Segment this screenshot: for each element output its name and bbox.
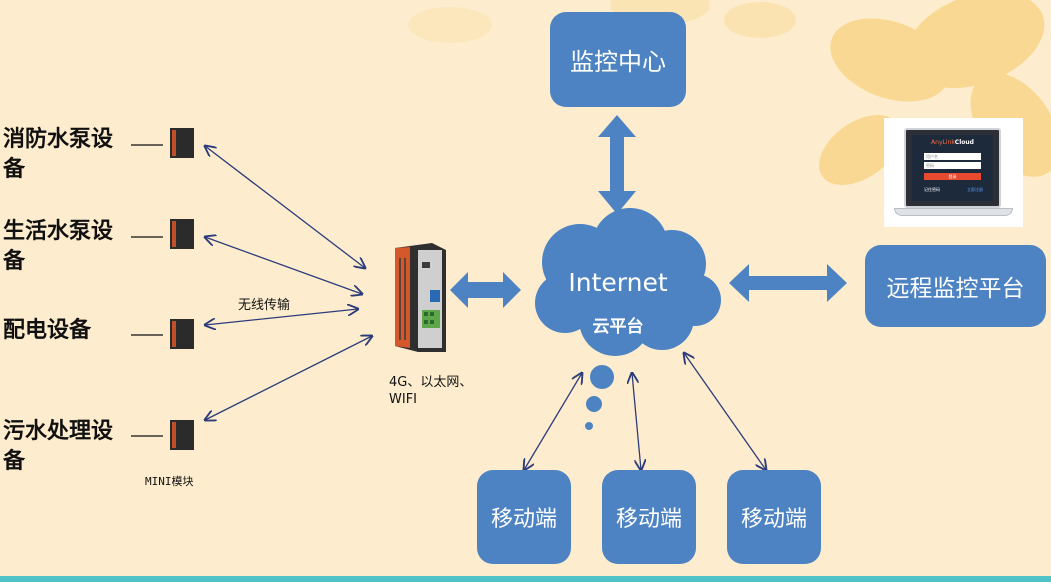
wireless-arrow-4: [205, 336, 372, 420]
mini-module-1: [170, 128, 194, 158]
device-connectors: [131, 144, 163, 437]
cloud-bubble-large: [590, 365, 614, 389]
cloud-remote-arrow: [729, 264, 847, 302]
monitor-center-box: 监控中心: [550, 12, 686, 107]
mobile-arrow-1: [524, 373, 582, 470]
mobile-arrows: [524, 353, 766, 470]
laptop-remember-label: 记住密码: [924, 187, 940, 192]
cloud-bubble-small: [585, 422, 593, 430]
internet-cloud: [535, 208, 721, 430]
gateway-cloud-arrow: [450, 272, 521, 308]
remote-platform-box: 远程监控平台: [865, 245, 1046, 327]
block-arrows: [450, 115, 847, 308]
device-label-domestic-pump: 生活水泵设备: [3, 218, 114, 274]
wireless-arrow-3: [205, 309, 358, 325]
mobile-arrow-3: [684, 353, 766, 470]
mini-module-3: [170, 319, 194, 349]
gateway-caption-line1: 4G、以太网、: [389, 375, 473, 390]
mobile-arrow-2: [632, 373, 641, 470]
mini-module-4: [170, 420, 194, 450]
wireless-arrow-1: [205, 146, 365, 268]
remote-platform-label: 远程监控平台: [886, 276, 1025, 302]
gateway-caption-line2: WIFI: [389, 392, 417, 407]
laptop-brand: AnyLinkCloud: [931, 139, 974, 146]
cloud-bubble-medium: [586, 396, 602, 412]
mobile-terminal-label: 移动端: [740, 507, 807, 532]
laptop-register-link: 立即注册: [967, 187, 983, 192]
bottom-accent-bar: [0, 576, 1051, 582]
wireless-transmission-label: 无线传输: [238, 298, 291, 313]
cloud-title: Internet: [568, 268, 668, 297]
laptop-screen: AnyLinkCloud 用户名 密码 登录 记住密码 立即注册: [904, 128, 1001, 208]
device-label-sewage-treatment: 污水处理设备: [3, 418, 114, 474]
mini-module-2: [170, 219, 194, 249]
mobile-terminal-3: 移动端: [727, 470, 821, 564]
laptop-password-field: 密码: [924, 162, 981, 169]
mobile-terminal-1: 移动端: [477, 470, 571, 564]
monitor-cloud-arrow: [598, 115, 636, 214]
wireless-arrows: [205, 146, 372, 420]
monitor-center-label: 监控中心: [570, 48, 666, 76]
device-label-power-distribution: 配电设备: [3, 317, 92, 343]
mobile-terminal-2: 移动端: [602, 470, 696, 564]
mobile-terminal-label: 移动端: [490, 507, 557, 532]
mobile-terminal-label: 移动端: [615, 507, 682, 532]
cloud-subtitle: 云平台: [592, 317, 644, 337]
device-label-fire-pump: 消防水泵设备: [3, 126, 114, 182]
wireless-arrow-2: [205, 237, 362, 294]
gateway-device: [395, 243, 446, 352]
mini-module-caption: MINI模块: [145, 475, 194, 488]
laptop-login-button: 登录: [924, 173, 981, 180]
laptop-username-field: 用户名: [924, 153, 981, 160]
laptop-illustration: AnyLinkCloud 用户名 密码 登录 记住密码 立即注册: [884, 118, 1023, 227]
laptop-base: [894, 208, 1013, 216]
